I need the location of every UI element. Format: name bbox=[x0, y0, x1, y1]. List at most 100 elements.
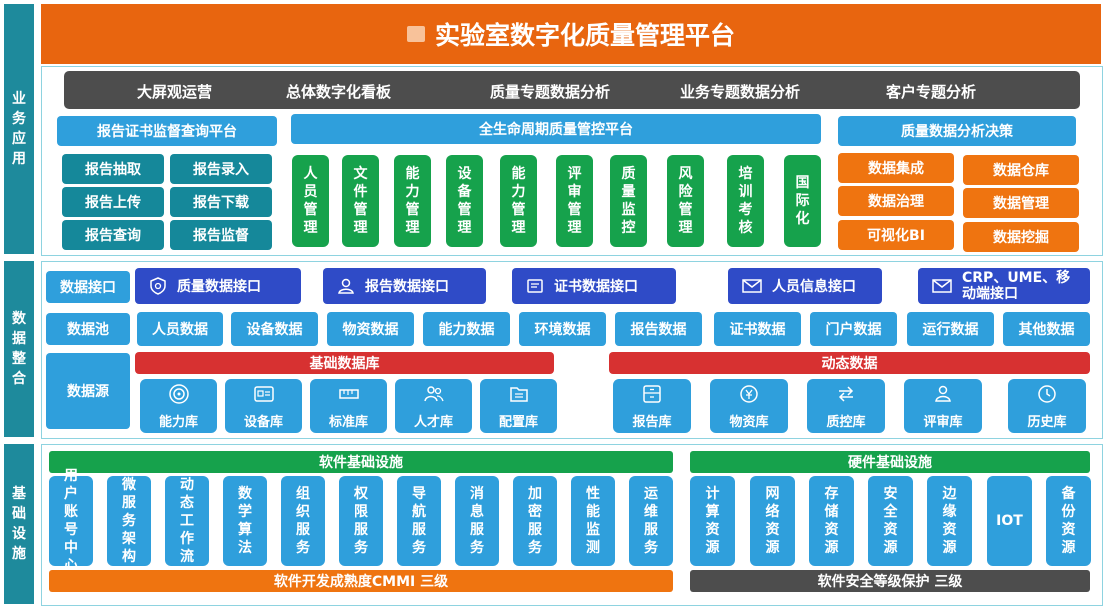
software-footer: 软件开发成熟度CMMI 三级 bbox=[49, 570, 673, 592]
lifecycle-item[interactable]: 培训考核 bbox=[727, 155, 764, 247]
section-label-infra: 基础设施 bbox=[4, 444, 34, 604]
software-item[interactable]: 动态工作流 bbox=[165, 476, 209, 566]
base-lib[interactable]: 设备库 bbox=[225, 379, 302, 433]
pool-item[interactable]: 运行数据 bbox=[907, 312, 994, 346]
report-item[interactable]: 报告监督 bbox=[170, 220, 272, 250]
software-item[interactable]: 微服务架构 bbox=[107, 476, 151, 566]
pool-item[interactable]: 物资数据 bbox=[327, 312, 414, 346]
dynamic-lib[interactable]: 物资库 bbox=[710, 379, 788, 433]
lifecycle-item[interactable]: 评审管理 bbox=[556, 155, 593, 247]
pool-item[interactable]: 报告数据 bbox=[615, 312, 702, 346]
hardware-footer: 软件安全等级保护 三级 bbox=[690, 570, 1090, 592]
pool-item[interactable]: 证书数据 bbox=[714, 312, 801, 346]
section-label-business: 业务应用 bbox=[4, 4, 34, 254]
hardware-item[interactable]: IOT bbox=[987, 476, 1032, 566]
pool-item[interactable]: 门户数据 bbox=[810, 312, 897, 346]
base-lib[interactable]: 配置库 bbox=[480, 379, 557, 433]
pool-label: 数据池 bbox=[46, 313, 130, 345]
interface-label: 数据接口 bbox=[46, 271, 130, 303]
software-item[interactable]: 用户账号中心 bbox=[49, 468, 93, 574]
base-db-title: 基础数据库 bbox=[135, 352, 554, 374]
software-item[interactable]: 组织服务 bbox=[281, 476, 325, 566]
base-lib[interactable]: 人才库 bbox=[395, 379, 472, 433]
software-item[interactable]: 数学算法 bbox=[223, 476, 267, 566]
analysis-item[interactable]: 数据集成 bbox=[838, 153, 954, 183]
software-item[interactable]: 加密服务 bbox=[513, 476, 557, 566]
hardware-item[interactable]: 安全资源 bbox=[868, 476, 913, 566]
certificate-interface[interactable]: 证书数据接口 bbox=[512, 268, 676, 304]
pool-item[interactable]: 设备数据 bbox=[231, 312, 318, 346]
software-item[interactable]: 消息服务 bbox=[455, 476, 499, 566]
lifecycle-platform-title: 全生命周期质量管控平台 bbox=[291, 114, 821, 144]
lifecycle-item[interactable]: 人员管理 bbox=[292, 155, 329, 247]
hardware-infra-title: 硬件基础设施 bbox=[690, 451, 1090, 473]
review-icon bbox=[935, 385, 951, 402]
report-item[interactable]: 报告抽取 bbox=[62, 154, 164, 184]
lifecycle-item[interactable]: 能力管理 bbox=[500, 155, 537, 247]
device-icon bbox=[253, 386, 274, 402]
lifecycle-item[interactable]: 能力管理 bbox=[394, 155, 431, 247]
user-icon bbox=[338, 278, 354, 294]
top-nav: 大屏观运营 总体数字化看板 质量专题数据分析 业务专题数据分析 客户专题分析 bbox=[64, 71, 1080, 109]
quality-interface[interactable]: 质量数据接口 bbox=[135, 268, 301, 304]
people-icon bbox=[423, 386, 444, 402]
software-infra-title: 软件基础设施 bbox=[49, 451, 673, 473]
dynamic-lib[interactable]: 历史库 bbox=[1008, 379, 1086, 433]
analysis-item[interactable]: 数据治理 bbox=[838, 186, 954, 216]
section-label-data: 数据整合 bbox=[4, 261, 34, 437]
analysis-item[interactable]: 可视化BI bbox=[838, 220, 954, 250]
nav-item[interactable]: 大屏观运营 bbox=[137, 83, 213, 101]
dynamic-lib[interactable]: 报告库 bbox=[613, 379, 691, 433]
exchange-icon bbox=[838, 386, 854, 402]
analysis-title: 质量数据分析决策 bbox=[838, 116, 1076, 146]
personnel-interface[interactable]: 人员信息接口 bbox=[728, 268, 882, 304]
hardware-item[interactable]: 备份资源 bbox=[1046, 476, 1091, 566]
logo-icon bbox=[406, 26, 425, 42]
pool-item[interactable]: 环境数据 bbox=[519, 312, 606, 346]
base-lib[interactable]: 能力库 bbox=[140, 379, 217, 433]
signal-icon bbox=[168, 384, 189, 404]
nav-item[interactable]: 业务专题数据分析 bbox=[680, 83, 801, 101]
lifecycle-item[interactable]: 质量监控 bbox=[610, 155, 647, 247]
dynamic-lib[interactable]: 质控库 bbox=[807, 379, 885, 433]
report-item[interactable]: 报告上传 bbox=[62, 187, 164, 217]
mail-icon bbox=[742, 279, 762, 293]
software-item[interactable]: 导航服务 bbox=[397, 476, 441, 566]
certificate-icon bbox=[527, 279, 543, 293]
base-lib[interactable]: 标准库 bbox=[310, 379, 387, 433]
hardware-item[interactable]: 计算资源 bbox=[690, 476, 735, 566]
report-item[interactable]: 报告下载 bbox=[170, 187, 272, 217]
analysis-item[interactable]: 数据管理 bbox=[963, 188, 1079, 218]
report-item[interactable]: 报告查询 bbox=[62, 220, 164, 250]
nav-item[interactable]: 总体数字化看板 bbox=[286, 83, 392, 101]
nav-item[interactable]: 质量专题数据分析 bbox=[490, 83, 611, 101]
hardware-item[interactable]: 网络资源 bbox=[750, 476, 795, 566]
analysis-item[interactable]: 数据挖掘 bbox=[963, 222, 1079, 252]
ruler-icon bbox=[338, 389, 359, 399]
archive-icon bbox=[643, 385, 661, 403]
software-item[interactable]: 性能监测 bbox=[571, 476, 615, 566]
report-platform-title: 报告证书监督查询平台 bbox=[57, 116, 277, 146]
shield-icon bbox=[150, 277, 166, 295]
dynamic-lib[interactable]: 评审库 bbox=[904, 379, 982, 433]
crp-interface[interactable]: CRP、UME、移动端接口 bbox=[918, 268, 1090, 304]
hardware-item[interactable]: 边缘资源 bbox=[927, 476, 972, 566]
lifecycle-item[interactable]: 国际化 bbox=[784, 155, 821, 247]
config-icon bbox=[509, 387, 528, 402]
report-interface[interactable]: 报告数据接口 bbox=[323, 268, 486, 304]
nav-item[interactable]: 客户专题分析 bbox=[886, 83, 977, 101]
report-item[interactable]: 报告录入 bbox=[170, 154, 272, 184]
lifecycle-item[interactable]: 设备管理 bbox=[446, 155, 483, 247]
lifecycle-item[interactable]: 风险管理 bbox=[667, 155, 704, 247]
hardware-item[interactable]: 存储资源 bbox=[809, 476, 854, 566]
pool-item[interactable]: 其他数据 bbox=[1003, 312, 1090, 346]
source-label: 数据源 bbox=[46, 353, 130, 429]
analysis-item[interactable]: 数据仓库 bbox=[963, 155, 1079, 185]
pool-item[interactable]: 能力数据 bbox=[423, 312, 510, 346]
software-item[interactable]: 运维服务 bbox=[629, 476, 673, 566]
mail-icon bbox=[932, 279, 952, 293]
lifecycle-item[interactable]: 文件管理 bbox=[342, 155, 379, 247]
dynamic-db-title: 动态数据 bbox=[609, 352, 1090, 374]
software-item[interactable]: 权限服务 bbox=[339, 476, 383, 566]
pool-item[interactable]: 人员数据 bbox=[137, 312, 223, 346]
